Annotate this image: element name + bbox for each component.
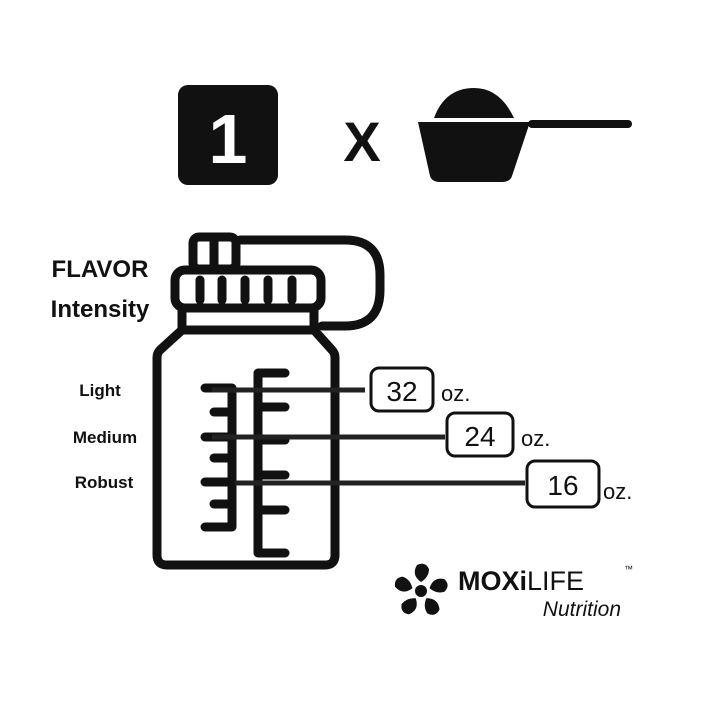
scoop-icon [418,88,632,182]
multiply-sign: X [343,110,380,173]
trademark: ™ [624,564,633,574]
level-unit: oz. [603,479,632,504]
scoop-count: 1 [209,100,248,178]
brand-name-bold: MOXi [458,566,527,596]
intensity-title: Intensity [51,296,150,323]
pinwheel-logo-icon [393,563,450,618]
svg-text:MOXiLIFE: MOXiLIFE [458,566,584,596]
scoop-count-badge: 1 [178,85,278,185]
level-label: Medium [73,428,137,447]
level-unit: oz. [521,426,550,451]
water-bottle-icon [152,232,385,570]
brand-subtitle: Nutrition [543,598,621,621]
level-amount: 32 [386,376,417,407]
flavor-title: FLAVOR [52,256,149,283]
level-label: Light [79,381,121,400]
brand-name-light: LIFE [527,566,584,596]
level-robust: Robust 16 oz. [75,459,632,509]
level-light: Light 32 oz. [79,366,470,413]
level-amount: 24 [464,421,495,452]
level-medium: Medium 24 oz. [73,411,550,458]
level-unit: oz. [441,381,470,406]
level-label: Robust [75,473,134,492]
level-amount: 16 [547,470,578,501]
moxilife-logo: MOXiLIFE ™ Nutrition [393,563,633,621]
